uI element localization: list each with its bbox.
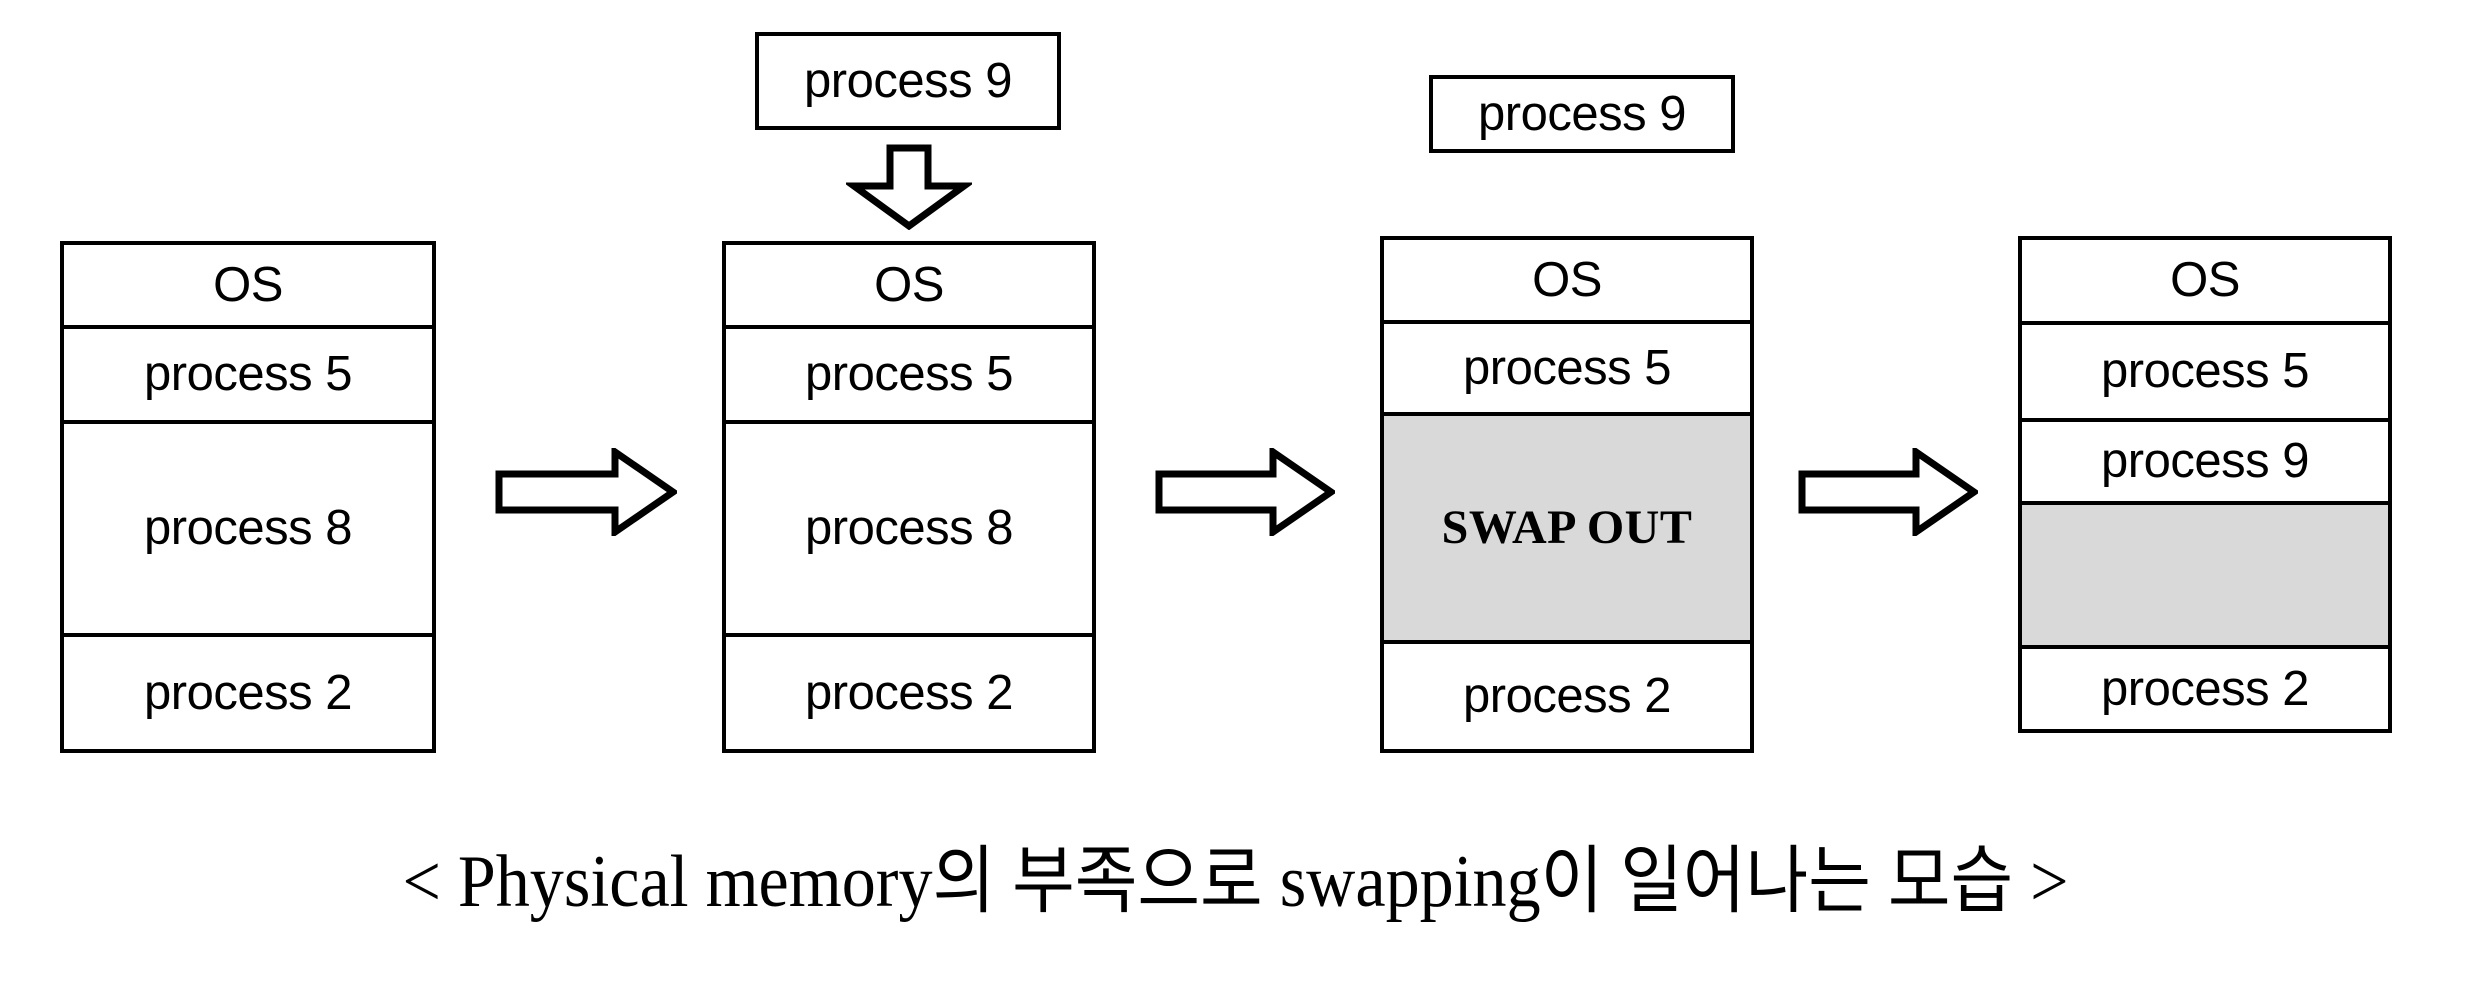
memory-row-process-8: process 8	[726, 424, 1092, 637]
memory-row-label: process 5	[2101, 344, 2309, 398]
memory-row-process-2: process 2	[64, 637, 432, 749]
memory-row-label: process 8	[144, 501, 352, 555]
memory-row-os: OS	[64, 245, 432, 329]
memory-row-label: process 2	[805, 665, 1013, 720]
memory-row-label: process 5	[805, 347, 1013, 401]
memory-row-label: process 8	[805, 501, 1013, 555]
arrow-right-icon-1	[495, 448, 677, 536]
memory-row-process-8: process 8	[64, 424, 432, 637]
memory-row-process-2: process 2	[1384, 644, 1750, 749]
memory-row-os: OS	[1384, 240, 1750, 324]
incoming-process-label: process 9	[804, 53, 1012, 108]
incoming-process-box-stage-3: process 9	[1429, 75, 1735, 153]
incoming-process-box-stage-2: process 9	[755, 32, 1061, 130]
memory-column-stage-3: OS process 5 SWAP OUT process 2	[1380, 236, 1754, 753]
memory-row-label: process 5	[144, 347, 352, 401]
memory-row-process-5: process 5	[64, 329, 432, 424]
memory-row-label: SWAP OUT	[1441, 501, 1693, 554]
memory-row-label: process 5	[1463, 340, 1671, 395]
memory-row-free-space	[2022, 505, 2388, 649]
incoming-process-label: process 9	[1478, 86, 1686, 141]
memory-row-label: OS	[213, 257, 283, 312]
arrow-right-icon-3	[1798, 448, 1978, 536]
memory-row-os: OS	[2022, 240, 2388, 325]
memory-row-process-9: process 9	[2022, 422, 2388, 505]
memory-row-label: process 2	[2101, 661, 2309, 716]
memory-row-label: process 2	[144, 665, 352, 720]
memory-row-process-2: process 2	[726, 637, 1092, 749]
memory-row-process-5: process 5	[1384, 324, 1750, 416]
arrow-down-icon-1	[846, 144, 972, 230]
memory-row-process-5: process 5	[2022, 325, 2388, 422]
memory-row-label: OS	[1532, 252, 1602, 307]
memory-row-process-2: process 2	[2022, 649, 2388, 729]
memory-row-label: process 2	[1463, 669, 1671, 723]
memory-row-process-5: process 5	[726, 329, 1092, 424]
figure-caption: < Physical memory의 부족으로 swapping이 일어나는 모…	[402, 841, 2069, 923]
memory-column-stage-1: OS process 5 process 8 process 2	[60, 241, 436, 753]
memory-row-label: process 9	[2101, 434, 2309, 488]
memory-row-os: OS	[726, 245, 1092, 329]
memory-row-swap-out: SWAP OUT	[1384, 416, 1750, 644]
memory-column-stage-2: OS process 5 process 8 process 2	[722, 241, 1096, 753]
memory-column-stage-4: OS process 5 process 9 process 2	[2018, 236, 2392, 733]
memory-row-label: OS	[874, 257, 944, 312]
arrow-right-icon-2	[1155, 448, 1335, 536]
memory-row-label: OS	[2170, 253, 2240, 307]
